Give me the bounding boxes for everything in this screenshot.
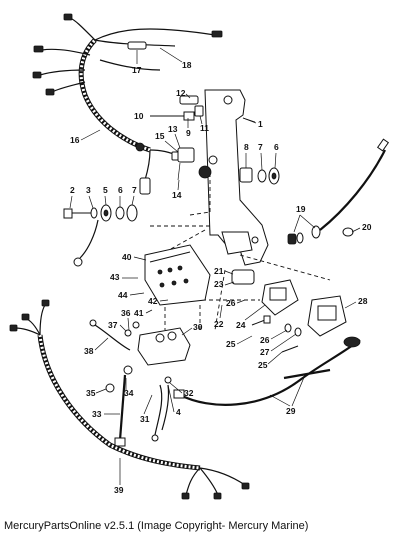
bolt-stack-left: [63, 204, 138, 267]
callout-7a: 7: [132, 185, 137, 195]
callout-25b: 25: [258, 360, 268, 370]
callout-39: 39: [114, 485, 124, 495]
callout-10: 10: [134, 111, 144, 121]
callouts: 1 2 3 4 5 6 7 6 7 8 9 10 11 12 13 14 15 …: [69, 47, 372, 495]
callout-3: 3: [86, 185, 91, 195]
callout-17: 17: [132, 65, 142, 75]
battery-cable-29: [173, 336, 361, 406]
callout-24: 24: [236, 320, 246, 330]
callout-34: 34: [124, 388, 134, 398]
callout-32: 32: [184, 388, 194, 398]
callout-12: 12: [176, 88, 186, 98]
wiring-harness-bottom: [9, 299, 250, 500]
callout-27: 27: [260, 347, 270, 357]
callout-37: 37: [108, 320, 118, 330]
callout-4: 4: [176, 407, 181, 417]
callout-14: 14: [172, 190, 182, 200]
callout-22: 22: [214, 319, 224, 329]
callout-5: 5: [103, 185, 108, 195]
callout-9: 9: [186, 128, 191, 138]
callout-38: 38: [84, 346, 94, 356]
callout-29: 29: [286, 406, 296, 416]
callout-30: 30: [193, 322, 203, 332]
wiring-harness-top: [32, 13, 223, 195]
leads-31-35: [105, 365, 172, 447]
callout-26b: 26: [260, 335, 270, 345]
callout-36: 36: [121, 308, 131, 318]
copyright-caption: MercuryPartsOnline v2.5.1 (Image Copyrig…: [4, 520, 309, 532]
callout-35: 35: [86, 388, 96, 398]
switch-assembly: [177, 147, 218, 181]
clamp-21: [221, 231, 255, 285]
callout-8: 8: [244, 142, 249, 152]
mounting-bracket: [204, 89, 269, 266]
callout-31: 31: [140, 414, 150, 424]
callout-11: 11: [200, 123, 209, 133]
callout-21: 21: [214, 266, 224, 276]
module-24: [261, 279, 299, 316]
callout-7b: 7: [258, 142, 263, 152]
callout-20: 20: [362, 222, 372, 232]
parts-36-38: [89, 319, 140, 351]
callout-25a: 25: [226, 339, 236, 349]
callout-13: 13: [168, 124, 178, 134]
callout-1: 1: [258, 119, 263, 129]
module-40: [144, 244, 211, 306]
callout-33: 33: [92, 409, 102, 419]
callout-6b: 6: [274, 142, 279, 152]
solenoid-30: [137, 327, 191, 366]
callout-6a: 6: [118, 185, 123, 195]
callout-41: 41: [134, 308, 144, 318]
callout-28: 28: [358, 296, 368, 306]
part-17-connector: [127, 41, 147, 60]
callout-16: 16: [70, 135, 80, 145]
ground-wire: [319, 138, 390, 231]
washer-stack-right: [239, 167, 280, 185]
small-hardware-top: [150, 95, 204, 121]
parts-19-20: [287, 214, 354, 245]
callout-42: 42: [148, 296, 158, 306]
callout-26a: 26: [226, 298, 236, 308]
callout-40: 40: [122, 252, 132, 262]
module-28: [307, 295, 347, 337]
callout-19: 19: [296, 204, 306, 214]
callout-15: 15: [155, 131, 165, 141]
callout-44: 44: [118, 290, 128, 300]
callout-2: 2: [70, 185, 75, 195]
callout-43: 43: [110, 272, 120, 282]
parts-diagram: 1 2 3 4 5 6 7 6 7 8 9 10 11 12 13 14 15 …: [9, 13, 390, 500]
callout-18: 18: [182, 60, 192, 70]
callout-23: 23: [214, 279, 224, 289]
